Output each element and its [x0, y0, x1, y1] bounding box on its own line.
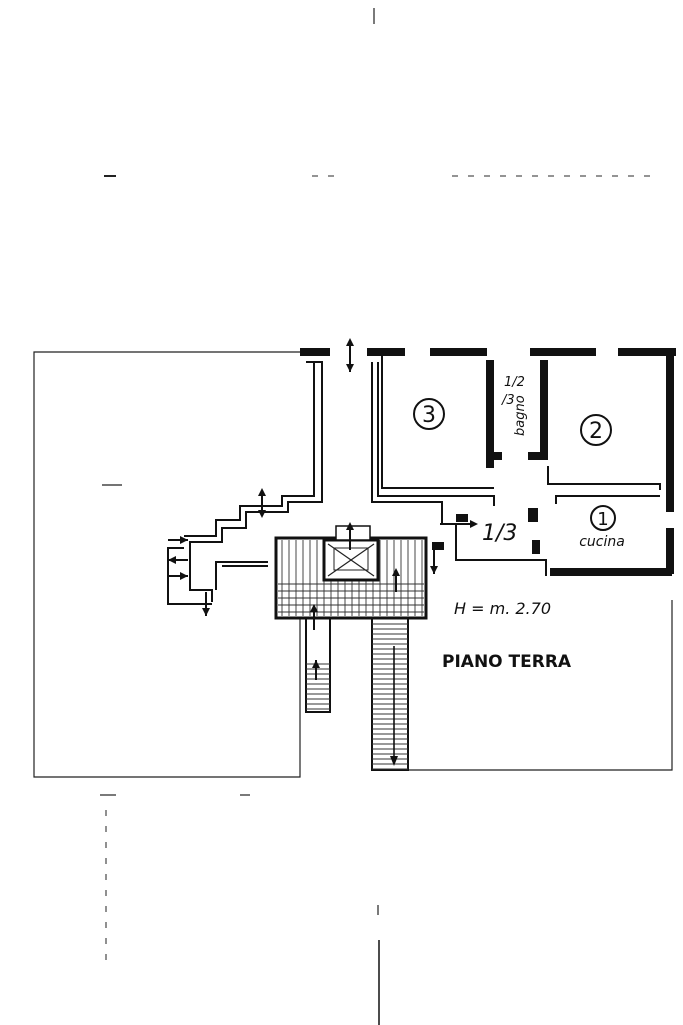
bathroom-fraction-top: 1/2	[504, 375, 525, 390]
floor-level-label: PIANO TERRA	[442, 652, 572, 672]
room-2-label: 2	[589, 419, 603, 444]
room-2-circle	[580, 414, 612, 446]
exterior-stairs	[305, 618, 409, 771]
apartment-walls	[300, 348, 676, 576]
room-labels: 3 2 1 cucina 1/2 /3 bagno 1/3	[413, 375, 625, 550]
ceiling-height-label: H = m. 2.70	[454, 599, 551, 618]
room-3-label: 3	[422, 403, 436, 428]
bathroom-label: bagno	[513, 395, 528, 436]
hall-fraction-label: 1/3	[482, 521, 517, 546]
scan-marks	[100, 8, 660, 1025]
door-arrows	[168, 338, 478, 766]
room-3-circle	[413, 398, 445, 430]
room-1-label: 1	[597, 509, 608, 530]
room-1-circle	[590, 505, 616, 531]
bathroom-fraction-bottom: /3	[501, 393, 515, 408]
room-partitions	[381, 356, 661, 554]
floor-annotations: H = m. 2.70 PIANO TERRA	[442, 599, 572, 672]
kitchen-label: cucina	[579, 534, 625, 550]
stairwell	[274, 525, 428, 620]
